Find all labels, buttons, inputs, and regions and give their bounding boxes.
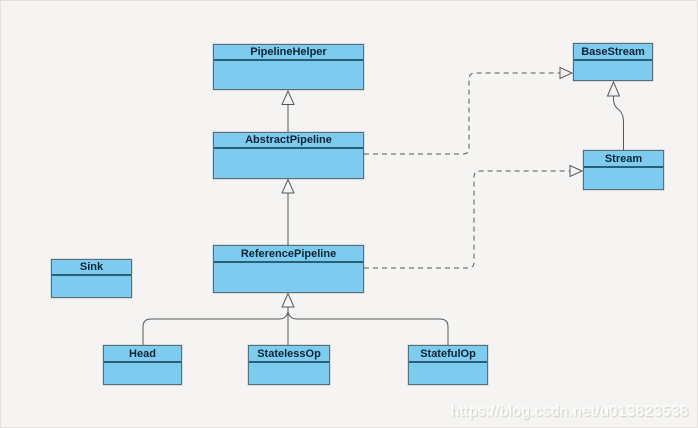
class-box-statefulop: StatefulOp [408,345,488,385]
class-name-pipelinehelper: PipelineHelper [214,45,363,61]
class-name-stream: Stream [584,151,663,168]
class-box-pipelinehelper: PipelineHelper [213,44,364,90]
class-box-statelessop: StatelessOp [248,345,330,385]
class-box-stream: Stream [583,150,664,190]
generalization-stream-basestream [606,80,624,150]
class-name-referencepipeline: ReferencePipeline [214,246,363,263]
class-box-referencepipeline: ReferencePipeline [213,245,364,293]
generalization-subclasses-referencepipeline [142,292,449,345]
class-name-statelessop: StatelessOp [249,346,329,363]
class-box-head: Head [103,345,182,385]
class-name-abstractpipeline: AbstractPipeline [214,133,363,149]
class-box-abstractpipeline: AbstractPipeline [213,132,364,179]
class-box-sink: Sink [51,259,132,298]
realization-abstractpipeline-basestream [364,66,574,155]
generalization-referencepipeline-abstractpipeline [281,178,295,245]
class-box-basestream: BaseStream [573,43,653,81]
class-name-statefulop: StatefulOp [409,346,487,363]
realization-referencepipeline-stream [364,164,584,269]
class-name-basestream: BaseStream [574,44,652,61]
generalization-abstractpipeline-pipelinehelper [281,89,295,132]
class-name-head: Head [104,346,181,363]
class-name-sink: Sink [52,260,131,276]
